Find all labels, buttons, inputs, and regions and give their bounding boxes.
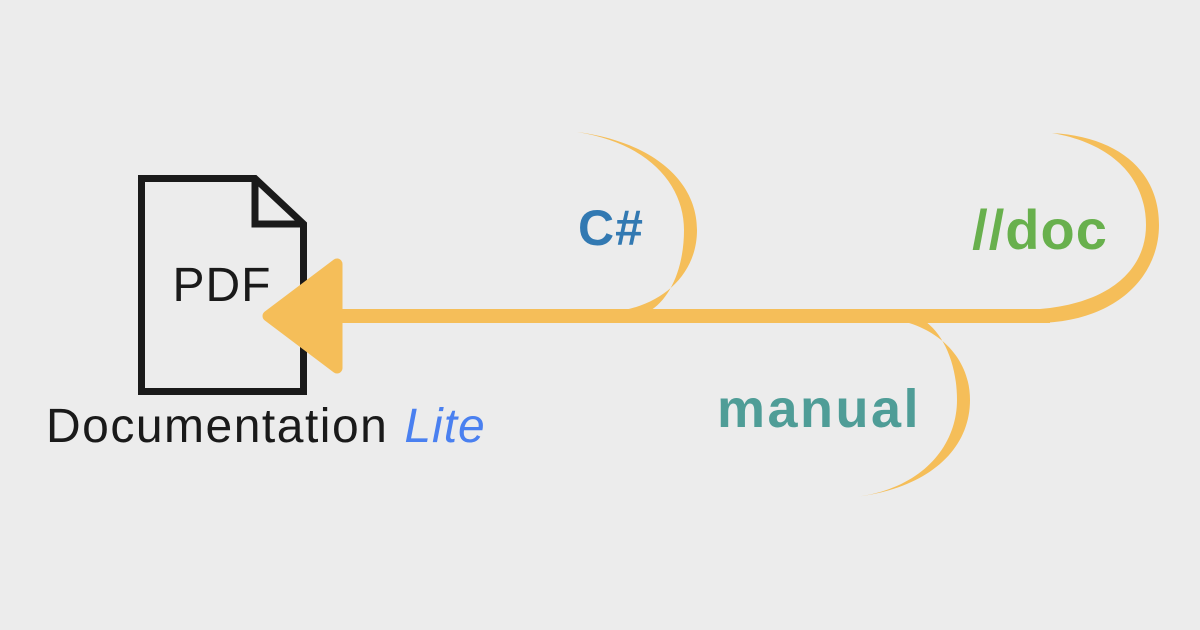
source-label-manual: manual <box>717 379 922 439</box>
product-title: Documentation Lite <box>46 399 486 455</box>
merge-arrow <box>262 132 1159 497</box>
csharp-branch-curve <box>577 132 697 312</box>
arrow-tail-curve <box>1040 133 1159 323</box>
pdf-icon-label: PDF <box>172 259 272 312</box>
manual-branch-curve <box>855 318 970 497</box>
product-variant: Lite <box>404 400 486 453</box>
arrow-shaft <box>338 309 1050 323</box>
arrow-head <box>262 258 343 374</box>
source-label-csharp: C# <box>578 200 644 256</box>
product-name: Documentation <box>46 400 389 453</box>
folded-corner-icon <box>251 178 304 228</box>
source-label-doc-comments: //doc <box>972 198 1108 261</box>
